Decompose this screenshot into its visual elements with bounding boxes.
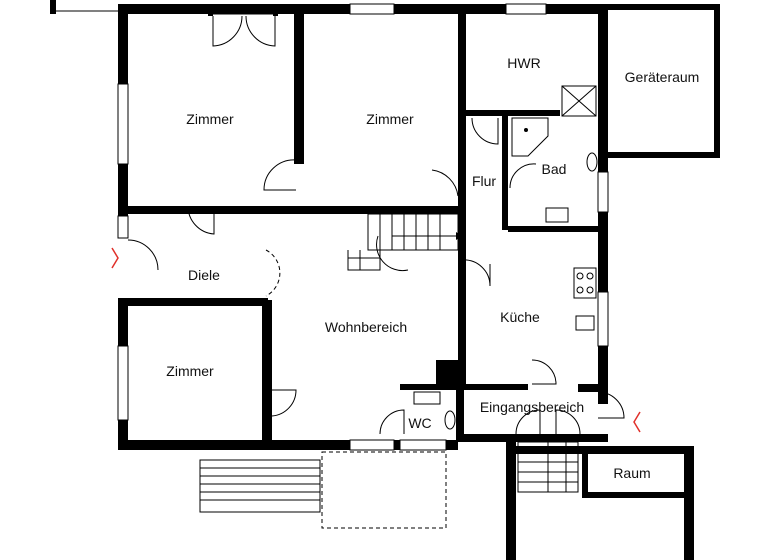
label-eingangsbereich: Eingangsbereich (480, 399, 584, 415)
outside-stairs (199, 451, 447, 529)
label-raum: Raum (613, 465, 650, 481)
entry-markers (111, 247, 641, 433)
label-bad: Bad (542, 161, 567, 177)
room-labels: Zimmer Zimmer HWR Geräteraum Flur Bad Di… (166, 55, 699, 481)
label-geraeteraum: Geräteraum (625, 69, 700, 85)
label-zimmer-n: Zimmer (366, 111, 414, 127)
label-hwr: HWR (507, 55, 540, 71)
label-wohnbereich: Wohnbereich (325, 319, 407, 335)
label-wc: WC (408, 415, 431, 431)
label-zimmer-nw: Zimmer (186, 111, 234, 127)
raum-walls (582, 452, 692, 498)
doors (127, 15, 625, 435)
main-staircase (347, 213, 462, 272)
geraeteraum-walls (608, 4, 720, 158)
label-kueche: Küche (500, 309, 540, 325)
label-flur: Flur (472, 173, 496, 189)
fixtures (413, 85, 598, 430)
outer-walls (50, 0, 694, 560)
label-zimmer-sw: Zimmer (166, 363, 214, 379)
windows (117, 3, 609, 451)
label-diele: Diele (188, 267, 220, 283)
entrance-stairs (517, 441, 579, 493)
interior-walls (128, 14, 606, 440)
